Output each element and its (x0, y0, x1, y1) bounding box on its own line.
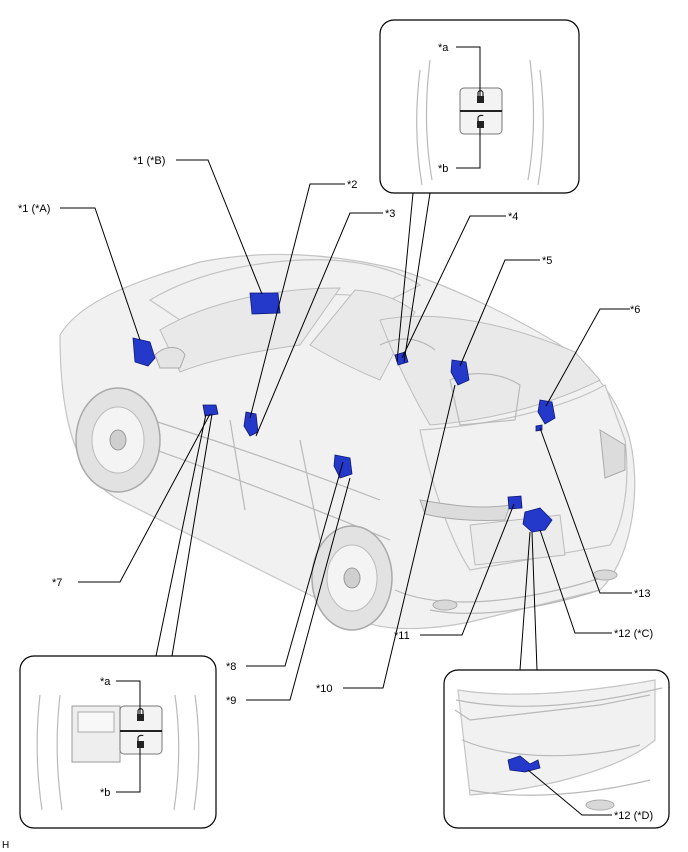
inset-top-label-b: *b (438, 163, 448, 175)
inset-top-label-a: *a (438, 42, 449, 54)
label-6: *6 (630, 304, 640, 316)
part-2 (243, 411, 259, 437)
inset-left-label-a: *a (100, 676, 111, 688)
part-8 (333, 454, 353, 479)
label-1b: *1 (*B) (133, 155, 165, 167)
lock-icon (137, 714, 144, 721)
label-8: *8 (226, 661, 236, 673)
unlock-icon (137, 741, 144, 748)
label-3: *3 (385, 208, 395, 220)
figure-id: H (2, 840, 9, 851)
label-11: *11 (394, 630, 410, 642)
label-12d: *12 (*D) (614, 810, 653, 822)
part-6 (537, 399, 556, 425)
unlock-icon (477, 121, 484, 128)
label-13: *13 (634, 588, 651, 600)
inset-left-label-b: *b (100, 787, 110, 799)
label-2: *2 (347, 179, 357, 191)
part-11 (507, 495, 523, 510)
vehicle-illustration (59, 253, 636, 631)
part-1b (249, 292, 281, 315)
part-1a (132, 337, 156, 367)
label-9: *9 (226, 695, 236, 707)
part-5 (450, 359, 470, 386)
callout-labels: *1 (*A) *1 (*B) *2 *3 *4 *5 *6 *7 *8 *9 … (2, 155, 653, 851)
label-7: *7 (52, 577, 62, 589)
inset-rear-closeup (443, 669, 670, 829)
part-12c (522, 507, 553, 533)
label-5: *5 (542, 255, 552, 267)
part-7 (202, 404, 219, 417)
leader-lines (60, 159, 632, 701)
highlighted-parts (132, 292, 556, 533)
label-12c: *12 (*C) (614, 628, 653, 640)
label-1a: *1 (*A) (18, 203, 50, 215)
label-4: *4 (508, 211, 518, 223)
label-10: *10 (316, 683, 333, 695)
inset-left-switch: *a *b (19, 655, 217, 829)
lock-icon (477, 96, 484, 103)
inset-top-switch: *a *b (379, 19, 580, 194)
part-12d (507, 755, 541, 773)
